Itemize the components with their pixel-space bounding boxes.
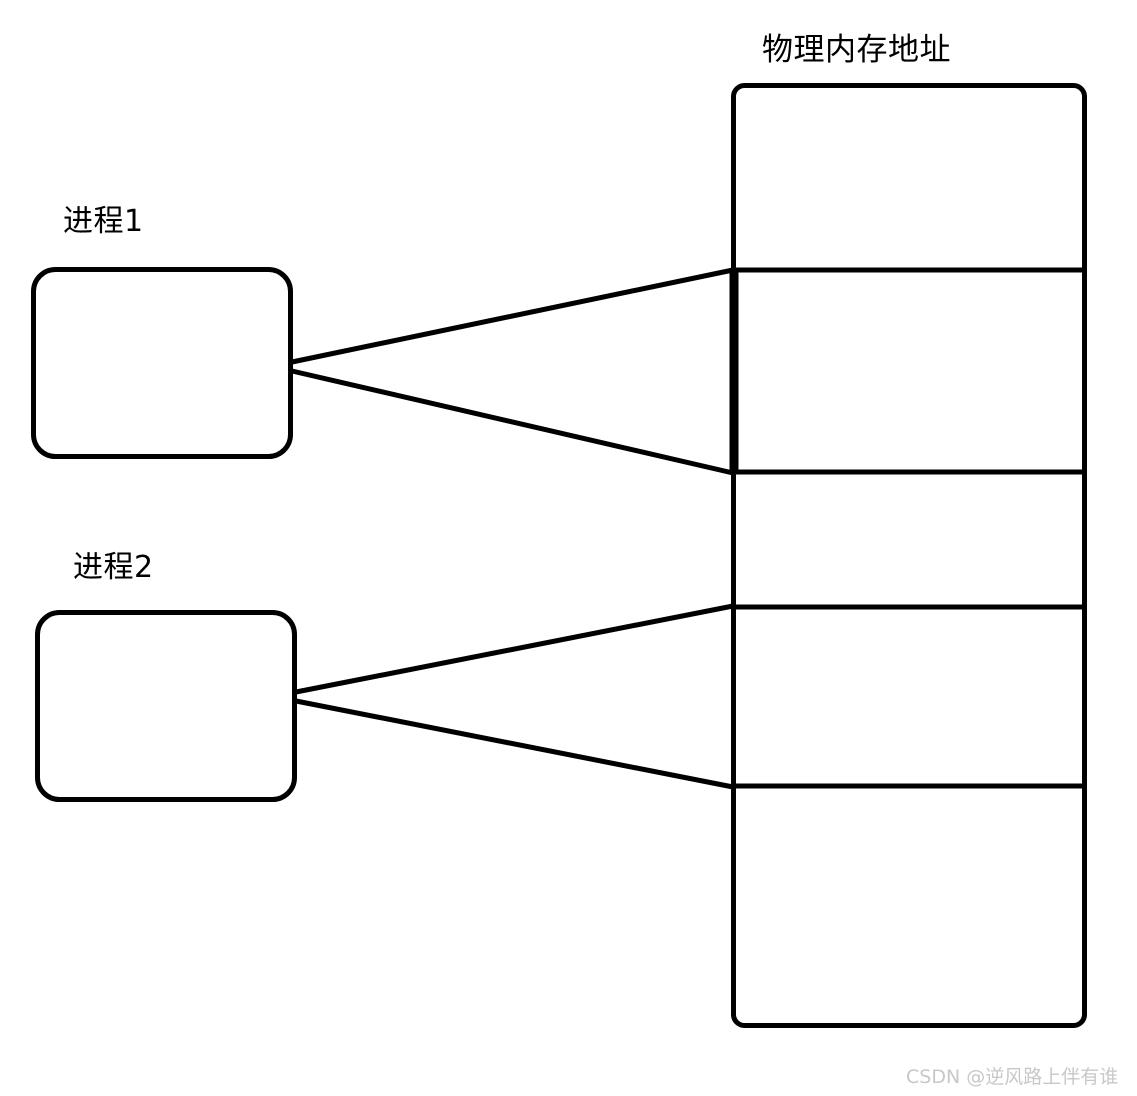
process2-label: 进程2: [73, 550, 154, 585]
memory-column-title: 物理内存地址: [762, 32, 951, 68]
connector-process1-top: [291, 267, 734, 365]
csdn-watermark: CSDN @逆风路上伴有谁: [906, 1066, 1119, 1088]
connector-process1-bottom: [291, 368, 734, 476]
process1-label: 进程1: [63, 204, 144, 239]
process1-box[interactable]: [31, 267, 293, 459]
memory-column-outline: [731, 83, 1087, 1028]
connector-process2-top: [295, 603, 734, 695]
process2-box[interactable]: [35, 610, 297, 802]
connector-process2-bottom: [295, 698, 734, 790]
